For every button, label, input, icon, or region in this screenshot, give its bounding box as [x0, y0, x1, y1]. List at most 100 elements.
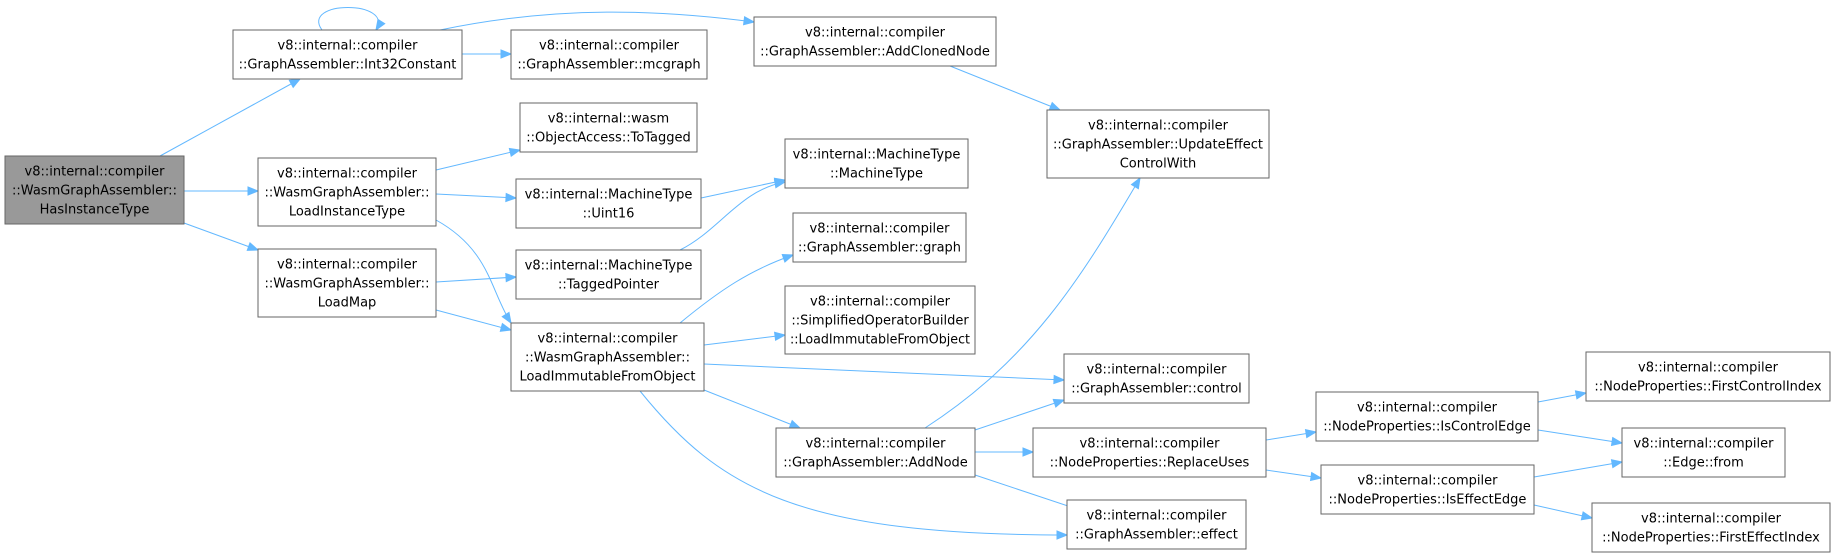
- edge-int32-to-int32: [318, 7, 386, 32]
- arrowhead-icon: [742, 15, 756, 26]
- node-addcloned[interactable]: v8::internal::compiler::GraphAssembler::…: [753, 16, 997, 67]
- arrowhead-icon: [375, 18, 386, 32]
- node-label-line: ::NodeProperties::IsControlEdge: [1323, 420, 1530, 435]
- node-loadinst[interactable]: v8::internal::compiler::WasmGraphAssembl…: [257, 157, 437, 227]
- node-box: [519, 102, 698, 153]
- arrowhead-icon: [505, 272, 518, 283]
- edge-line: [639, 390, 1068, 536]
- edge-loadinst-to-loadimm: [435, 219, 512, 325]
- node-label-line: v8::internal::compiler: [1087, 363, 1228, 378]
- edge-line: [435, 276, 517, 283]
- node-label-line: LoadMap: [318, 296, 377, 311]
- node-box: [784, 138, 969, 189]
- node-label-line: ::WasmGraphAssembler::: [12, 184, 177, 199]
- arrowhead-icon: [508, 147, 522, 158]
- node-box: [784, 285, 976, 355]
- node-label-line: v8::internal::compiler: [806, 437, 947, 452]
- node-label-line: ::GraphAssembler::Int32Constant: [239, 58, 457, 73]
- edge-taggedptr-to-machtype: [679, 179, 787, 251]
- node-label-line: v8::internal::compiler: [805, 26, 946, 41]
- node-firsteffect[interactable]: v8::internal::compiler::NodeProperties::…: [1591, 502, 1831, 553]
- node-label-line: v8::internal::compiler: [277, 258, 418, 273]
- node-label-line: LoadInstanceType: [289, 205, 405, 220]
- node-isctrl[interactable]: v8::internal::compiler::NodeProperties::…: [1315, 391, 1539, 442]
- node-box: [1066, 499, 1247, 550]
- edge-addnode-to-update: [924, 176, 1141, 429]
- node-label-line: ::GraphAssembler::AddClonedNode: [760, 45, 990, 60]
- arrowhead-icon: [288, 78, 302, 89]
- node-machtype[interactable]: v8::internal::MachineType::MachineType: [784, 138, 969, 189]
- edges-layer: [159, 7, 1624, 540]
- edge-line: [435, 149, 521, 171]
- edge-line: [435, 193, 517, 199]
- arrowhead-icon: [773, 179, 787, 189]
- edge-line: [700, 179, 786, 199]
- node-label-line: ::Uint16: [583, 207, 635, 222]
- edge-iseffect-to-firsteffect: [1533, 504, 1594, 521]
- node-update[interactable]: v8::internal::compiler::GraphAssembler::…: [1046, 109, 1270, 179]
- node-label-line: v8::internal::compiler: [1087, 509, 1228, 524]
- arrowhead-icon: [788, 419, 802, 429]
- node-taggedptr[interactable]: v8::internal::MachineType::TaggedPointer: [515, 249, 702, 300]
- edge-line: [703, 334, 786, 346]
- node-label-line: v8::internal::compiler: [810, 295, 951, 310]
- node-label-line: ::NodeProperties::ReplaceUses: [1050, 456, 1250, 471]
- node-label-line: v8::internal::compiler: [1634, 437, 1775, 452]
- edge-addnode-to-effect: [974, 474, 1082, 512]
- node-edgefrom[interactable]: v8::internal::compiler::Edge::from: [1621, 427, 1786, 478]
- node-root[interactable]: v8::internal::compiler::WasmGraphAssembl…: [4, 155, 185, 225]
- edge-line: [183, 222, 259, 251]
- edge-loadimm-to-effect: [639, 390, 1069, 540]
- node-loadmap[interactable]: v8::internal::compiler::WasmGraphAssembl…: [257, 248, 437, 318]
- edge-loadimm-to-addnode: [703, 389, 802, 429]
- edge-line: [435, 219, 512, 324]
- node-simpl[interactable]: v8::internal::compiler::SimplifiedOperat…: [784, 285, 976, 355]
- node-label-line: ::GraphAssembler::AddNode: [783, 456, 968, 471]
- node-uint16[interactable]: v8::internal::MachineType::Uint16: [515, 178, 702, 229]
- edge-line: [435, 309, 512, 331]
- edge-int32-to-addcloned: [439, 11, 756, 31]
- node-label-line: v8::internal::MachineType: [525, 259, 693, 274]
- arrowhead-icon: [1022, 447, 1035, 457]
- node-effect[interactable]: v8::internal::compiler::GraphAssembler::…: [1066, 499, 1247, 550]
- node-label-line: ::MachineType: [830, 167, 923, 182]
- arrowhead-icon: [247, 186, 260, 196]
- arrowhead-icon: [1304, 428, 1318, 439]
- edge-line: [703, 389, 801, 429]
- edge-line: [974, 474, 1081, 511]
- node-label-line: v8::internal::compiler: [1080, 437, 1221, 452]
- node-box: [1585, 351, 1831, 402]
- node-label-line: ::WasmGraphAssembler::: [525, 351, 690, 366]
- arrowhead-icon: [1052, 398, 1066, 408]
- edge-addnode-to-replace: [975, 447, 1035, 457]
- node-box: [515, 178, 702, 229]
- edge-line: [924, 177, 1141, 429]
- node-addnode[interactable]: v8::internal::compiler::GraphAssembler::…: [775, 427, 976, 478]
- edge-uint16-to-machtype: [700, 177, 787, 199]
- node-int32[interactable]: v8::internal::compiler::GraphAssembler::…: [232, 29, 463, 80]
- arrowhead-icon: [1130, 176, 1141, 190]
- node-box: [510, 322, 705, 392]
- node-totagged[interactable]: v8::internal::wasm::ObjectAccess::ToTagg…: [519, 102, 698, 153]
- node-firstctrl[interactable]: v8::internal::compiler::NodeProperties::…: [1585, 351, 1831, 402]
- arrowhead-icon: [505, 192, 518, 203]
- node-iseffect[interactable]: v8::internal::compiler::NodeProperties::…: [1320, 464, 1535, 515]
- edge-loadmap-to-loadimm: [435, 309, 513, 332]
- node-label-line: ::WasmGraphAssembler::: [265, 186, 430, 201]
- node-label-line: v8::internal::compiler: [1088, 119, 1229, 134]
- node-control[interactable]: v8::internal::compiler::GraphAssembler::…: [1063, 353, 1250, 404]
- node-label-line: ::SimplifiedOperatorBuilder: [791, 314, 969, 329]
- edge-addcloned-to-update: [949, 65, 1062, 111]
- node-label-line: ::Edge::from: [1663, 456, 1744, 471]
- node-label-line: LoadImmutableFromObject: [519, 370, 695, 385]
- node-box: [1621, 427, 1786, 478]
- node-box: [753, 16, 997, 67]
- node-loadimm[interactable]: v8::internal::compiler::WasmGraphAssembl…: [510, 322, 705, 392]
- edge-line: [679, 181, 786, 251]
- node-mcgraph[interactable]: v8::internal::compiler::GraphAssembler::…: [510, 29, 708, 80]
- node-graph[interactable]: v8::internal::compiler::GraphAssembler::…: [792, 212, 967, 263]
- nodes-layer: v8::internal::compiler::WasmGraphAssembl…: [4, 16, 1831, 553]
- arrowhead-icon: [1053, 374, 1066, 385]
- arrowhead-icon: [1574, 390, 1588, 400]
- node-replace[interactable]: v8::internal::compiler::NodeProperties::…: [1032, 427, 1267, 478]
